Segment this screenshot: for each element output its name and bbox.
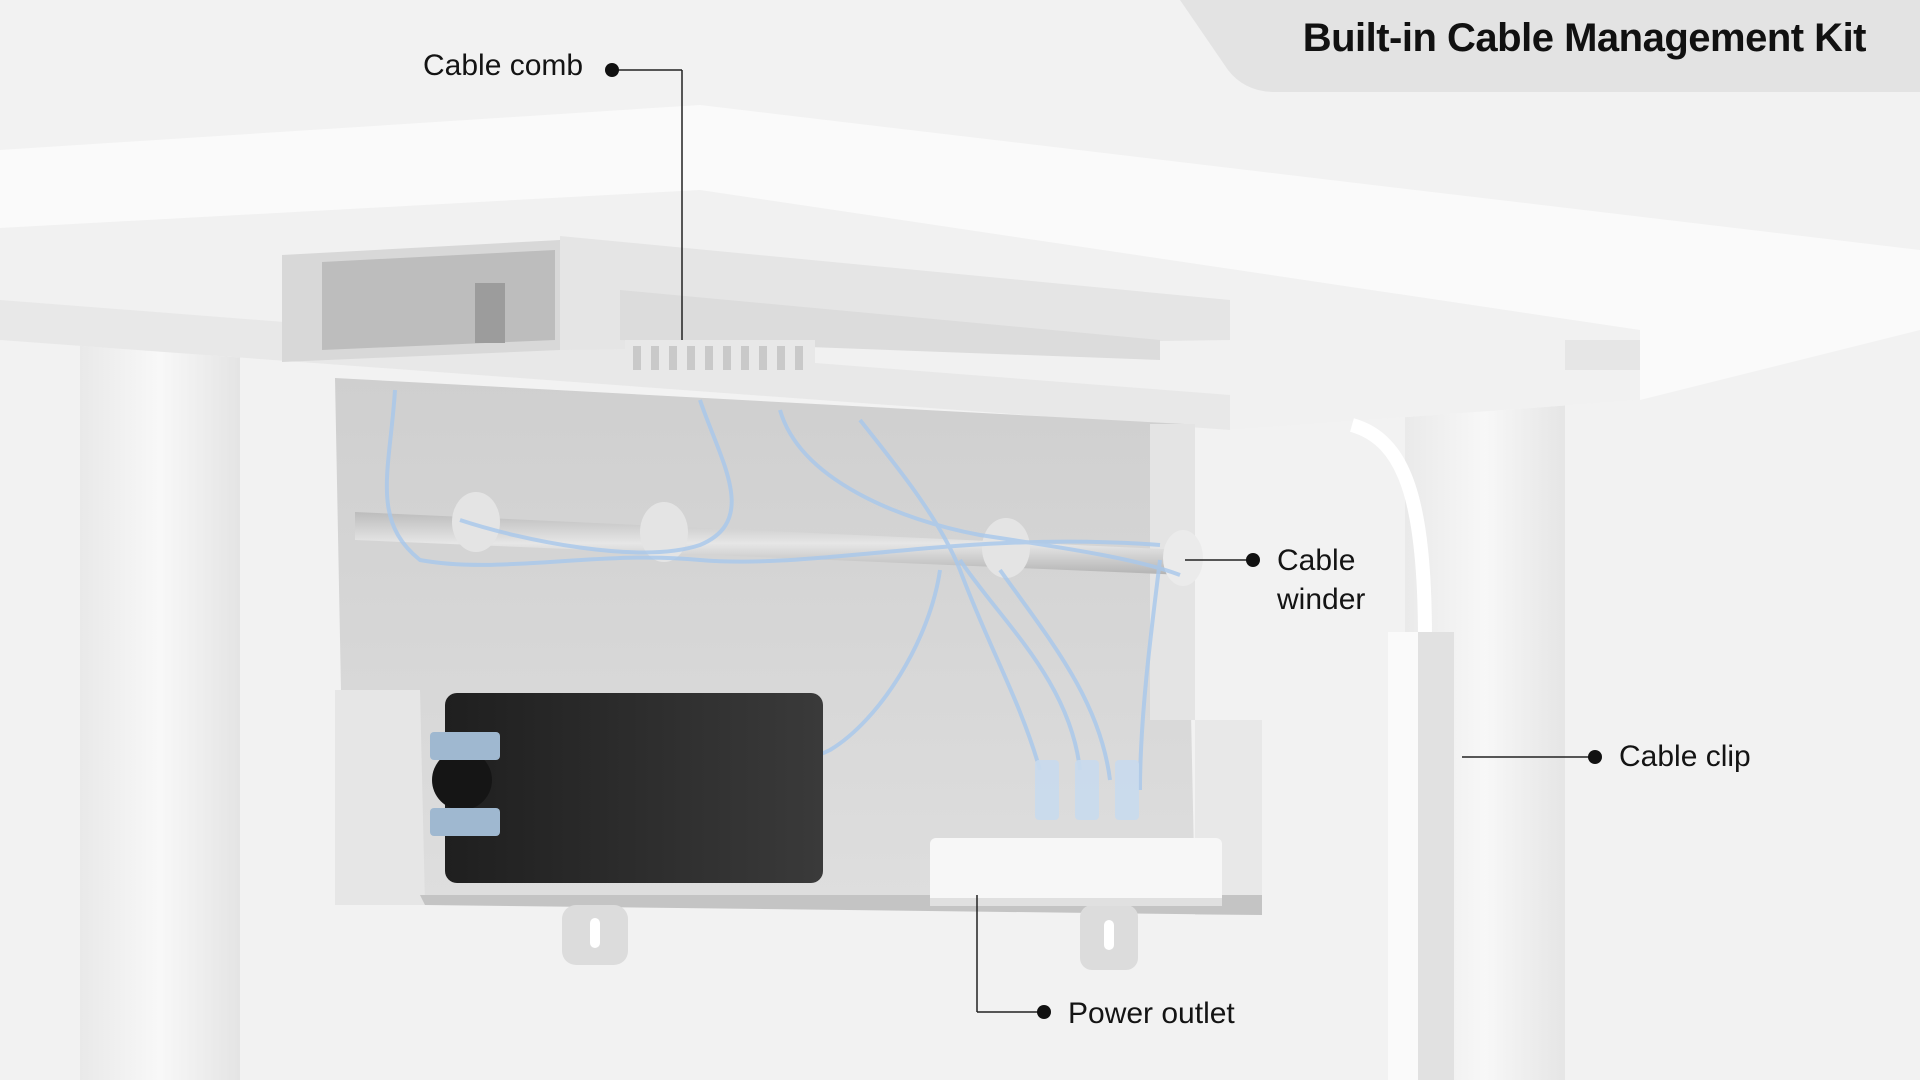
cable-comb — [625, 340, 815, 376]
callout-power-outlet — [976, 895, 1051, 1019]
power-outlet — [930, 838, 1222, 906]
cable-clip — [1349, 418, 1454, 1080]
label-power-outlet: Power outlet — [1068, 997, 1235, 1030]
cable-winder — [355, 492, 1203, 586]
label-cable-winder: Cable winder — [1277, 544, 1366, 616]
cables — [384, 389, 1181, 791]
page-title: Built-in Cable Management Kit — [1302, 16, 1867, 60]
desk-leg-left — [80, 300, 240, 1080]
mounting-tab-right — [1080, 905, 1138, 970]
callout-cable-clip — [1462, 750, 1602, 764]
title-tab-shape — [1180, 0, 1920, 92]
label-cable-clip: Cable clip — [1619, 740, 1751, 773]
mounting-tab-left — [562, 905, 628, 965]
label-cable-comb: Cable comb — [423, 49, 584, 82]
plugs — [1035, 760, 1139, 820]
callout-cable-winder — [1185, 553, 1260, 567]
power-adapter — [430, 693, 823, 883]
callout-cable-comb — [605, 63, 683, 340]
